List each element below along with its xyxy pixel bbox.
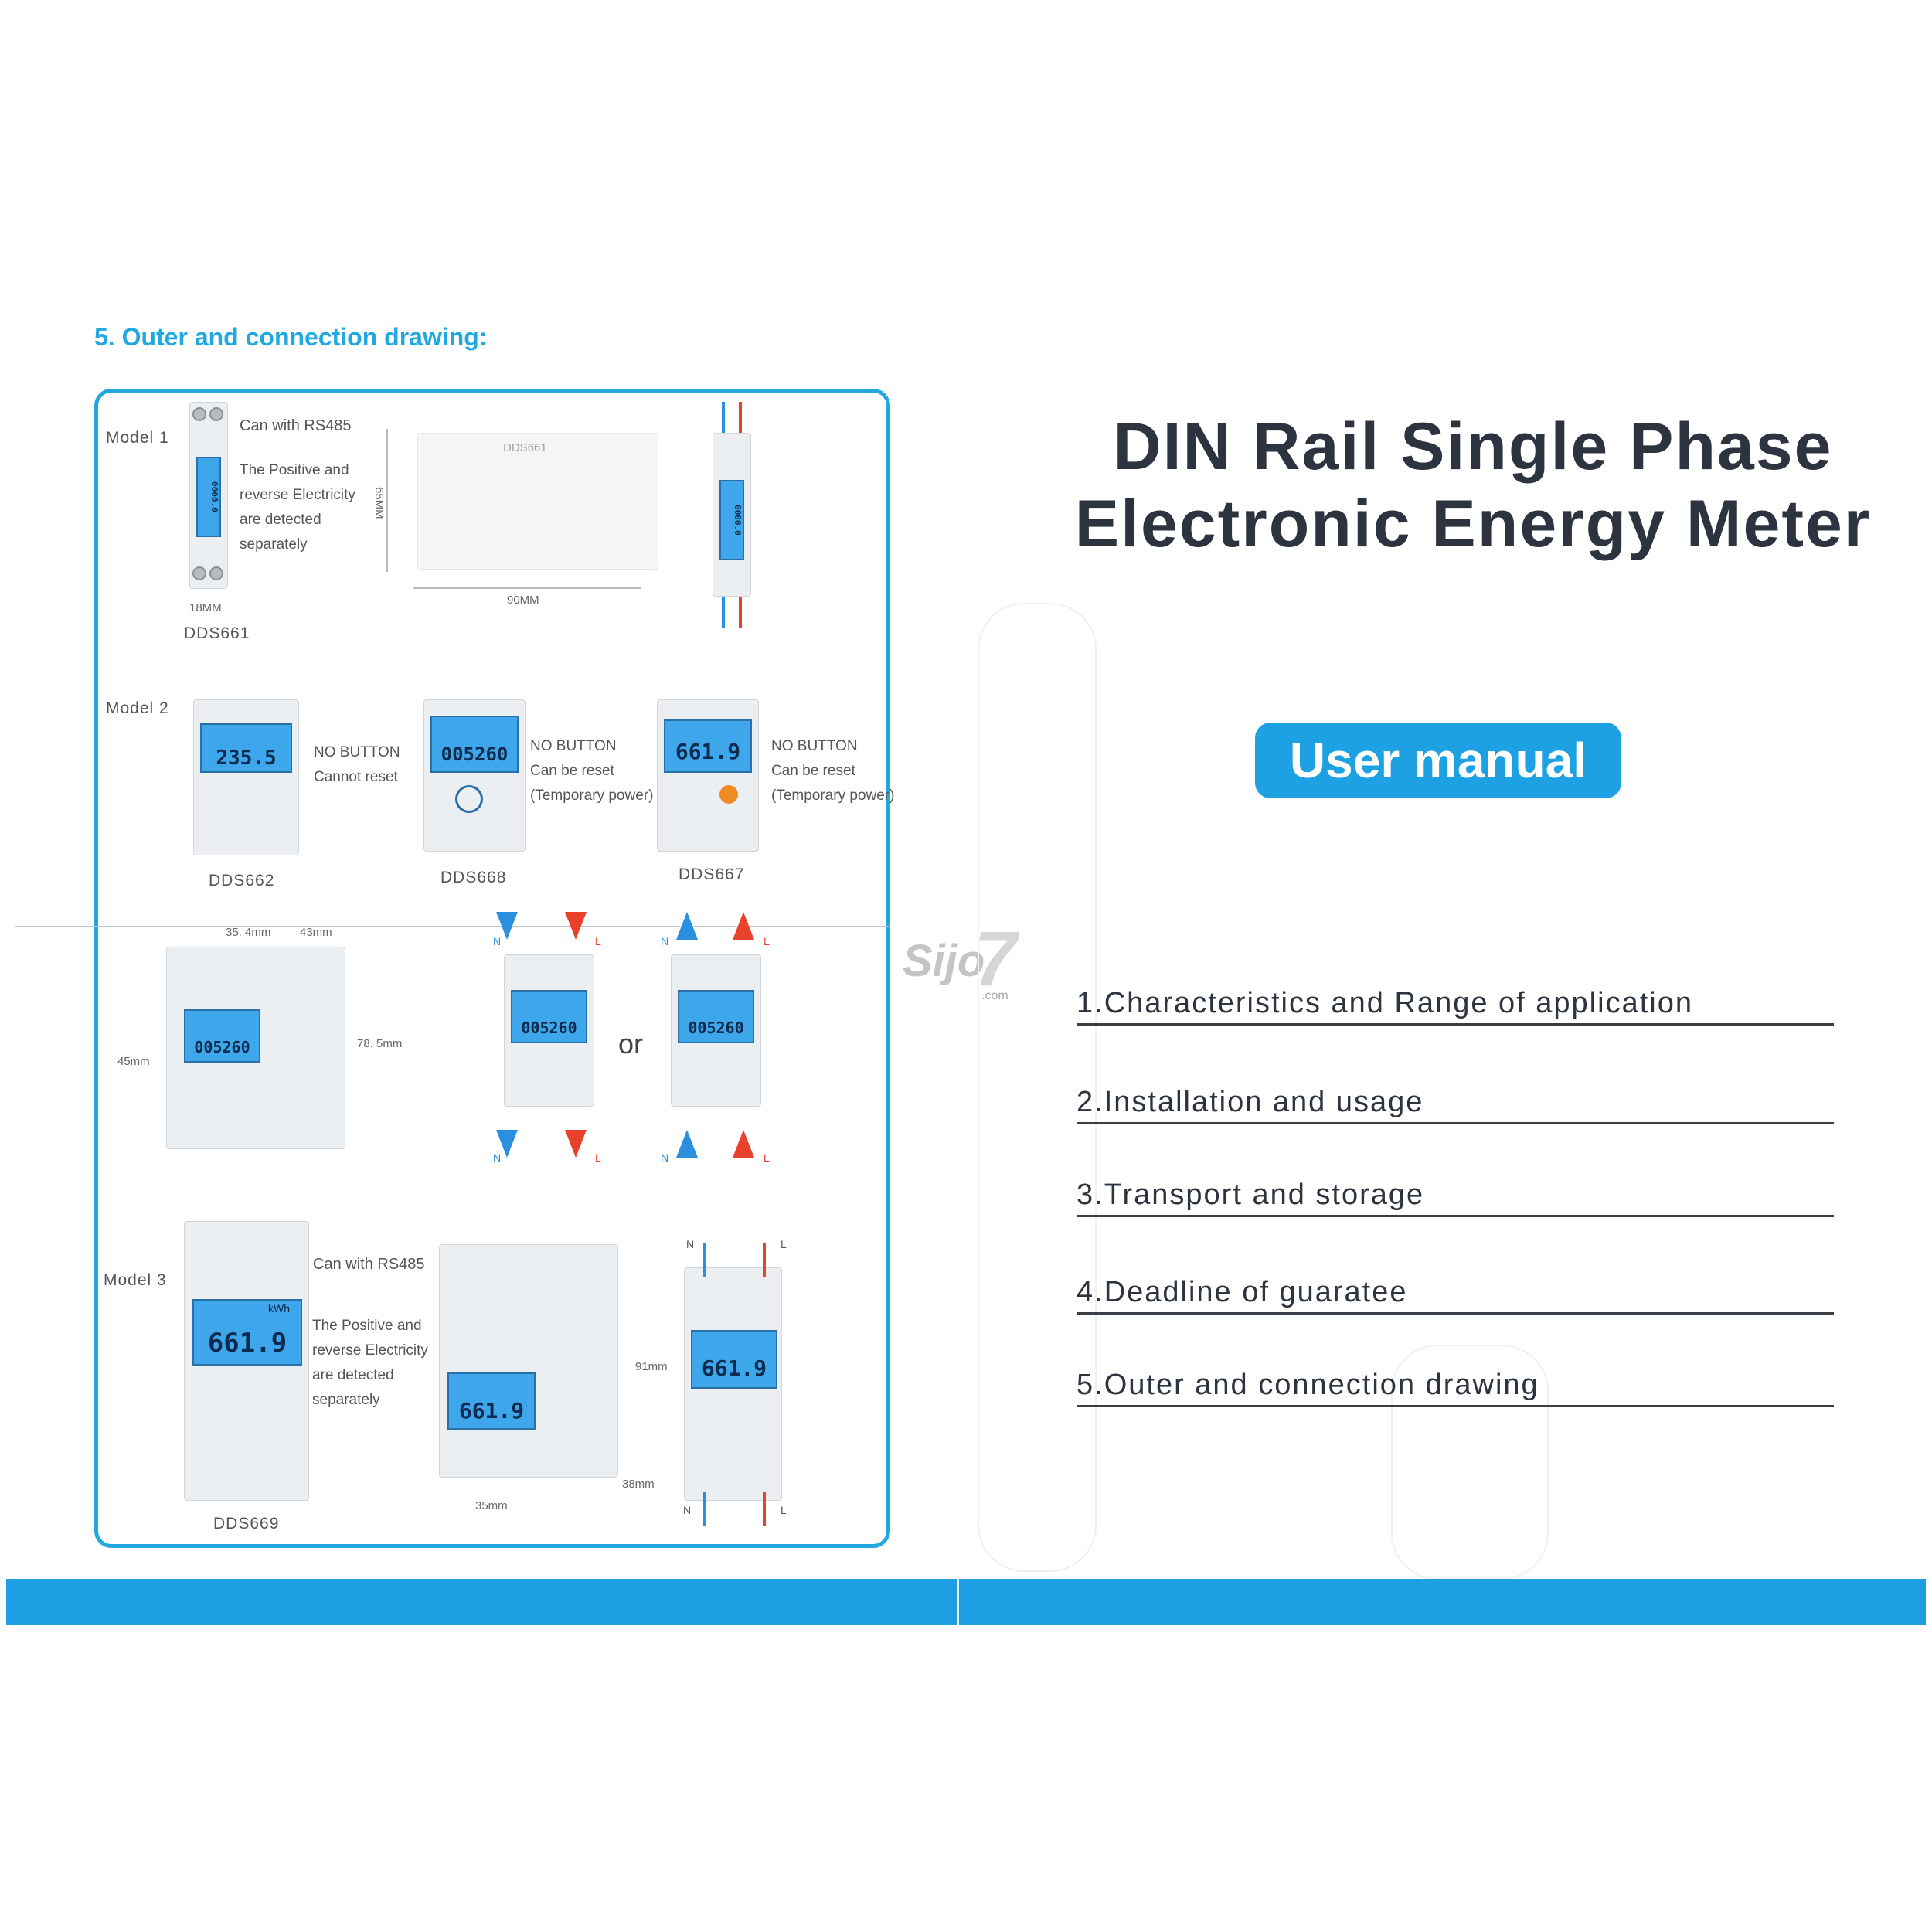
page-title: DIN Rail Single Phase Electronic Energy … xyxy=(1074,410,1872,561)
model3-rs485: Can with RS485 xyxy=(313,1256,425,1273)
dds668-name: DDS668 xyxy=(440,869,507,886)
model3-height-dim: 91mm xyxy=(635,1360,668,1373)
model1-name: DDS661 xyxy=(184,624,250,642)
model3-l-wire-top xyxy=(763,1243,766,1277)
background-decoration xyxy=(978,603,1097,1572)
fold-crease xyxy=(15,926,889,927)
l-wire-bottom xyxy=(739,597,742,628)
orange-button-icon xyxy=(719,785,738,804)
model3-note: The Positive and reverse Electricity are… xyxy=(312,1318,428,1408)
model3-depth-dim: 38mm xyxy=(622,1478,655,1491)
dds661-lcd: 0000.0 xyxy=(196,457,221,537)
dds668-meter-image: 005260 xyxy=(423,699,526,852)
dds668-perspective-image: 005260 xyxy=(166,947,345,1149)
toc-item-2: 2.Installation and usage xyxy=(1077,1086,1834,1124)
model1-width-dim: 18MM xyxy=(189,601,222,614)
arrow-down-n-top-icon xyxy=(496,912,518,940)
drawing-panel xyxy=(94,389,890,1548)
wiring-option-a-meter: 005260 xyxy=(504,954,594,1107)
model2-label: Model 2 xyxy=(106,699,169,717)
arrow-down-l-bottom-icon xyxy=(565,1130,587,1158)
watermark-logo: Sijo 7 .com xyxy=(903,916,1017,1002)
section-title: 5. Outer and connection drawing: xyxy=(94,323,488,351)
bottom-color-bar xyxy=(6,1579,1926,1625)
model3-name: DDS669 xyxy=(213,1515,280,1532)
dds667-name: DDS667 xyxy=(679,866,745,883)
dds662-lcd: 235.5 xyxy=(200,723,292,773)
dds668-note: NO BUTTON Can be reset (Temporary power) xyxy=(530,738,654,804)
toc-item-3: 3.Transport and storage xyxy=(1077,1179,1834,1217)
model3-l-wire-bottom xyxy=(763,1492,766,1526)
n-wire-bottom xyxy=(722,597,725,628)
toc-item-1: 1.Characteristics and Range of applicati… xyxy=(1077,987,1834,1026)
arrow-up-n-bottom-icon xyxy=(676,1130,698,1158)
model1-rs485: Can with RS485 xyxy=(240,417,352,434)
dds661-wiring-meter: 0000.0 xyxy=(713,433,751,597)
model1-label: Model 1 xyxy=(106,429,169,447)
reset-icon xyxy=(455,785,483,813)
model3-n-wire-top xyxy=(703,1243,706,1277)
dds669-meter-image: 661.9 kWh xyxy=(184,1221,309,1501)
model1-depth-dim: 90MM xyxy=(507,594,539,607)
dds669-wiring-meter: 661.9 xyxy=(684,1267,782,1501)
wiring-option-b-meter: 005260 xyxy=(671,954,761,1107)
model3-width-dim: 35mm xyxy=(475,1499,508,1512)
arrow-down-n-bottom-icon xyxy=(496,1130,518,1158)
dds669-lcd: 661.9 xyxy=(192,1299,302,1366)
dim-right: 78. 5mm xyxy=(357,1037,403,1050)
toc-item-5: 5.Outer and connection drawing xyxy=(1077,1369,1834,1407)
dds667-lcd: 661.9 xyxy=(664,719,752,773)
dds662-note: NO BUTTON Cannot reset xyxy=(314,744,400,785)
arrow-down-l-top-icon xyxy=(565,912,587,940)
dim-top-1: 35. 4mm xyxy=(226,926,271,939)
arrow-up-l-top-icon xyxy=(733,912,754,940)
dds661-side-view: DDS661 xyxy=(417,433,658,570)
dds662-meter-image: 235.5 xyxy=(193,699,299,855)
model3-n-wire-bottom xyxy=(703,1492,706,1526)
arrow-up-n-top-icon xyxy=(676,912,698,940)
dds661-meter-image: 0000.0 xyxy=(189,402,228,589)
arrow-up-l-bottom-icon xyxy=(733,1130,754,1158)
dds667-note: NO BUTTON Can be reset (Temporary power) xyxy=(771,738,895,804)
dim-top-2: 43mm xyxy=(300,926,332,939)
dds669-perspective-image: 661.9 xyxy=(439,1244,618,1478)
dds667-meter-image: 661.9 xyxy=(657,699,759,852)
dim-left: 45mm xyxy=(117,1055,150,1068)
model3-label: Model 3 xyxy=(104,1271,167,1289)
toc-item-4: 4.Deadline of guaratee xyxy=(1077,1276,1834,1315)
dds662-name: DDS662 xyxy=(209,872,275,889)
n-wire-top xyxy=(722,402,725,433)
or-label: or xyxy=(618,1028,644,1060)
page-fold-line xyxy=(957,1579,959,1625)
user-manual-badge: User manual xyxy=(1255,723,1621,798)
model1-note: The Positive and reverse Electricity are… xyxy=(240,462,355,553)
l-wire-top xyxy=(739,402,742,433)
dds668-lcd: 005260 xyxy=(430,716,519,773)
model1-height-dim: 65MM xyxy=(372,487,386,519)
